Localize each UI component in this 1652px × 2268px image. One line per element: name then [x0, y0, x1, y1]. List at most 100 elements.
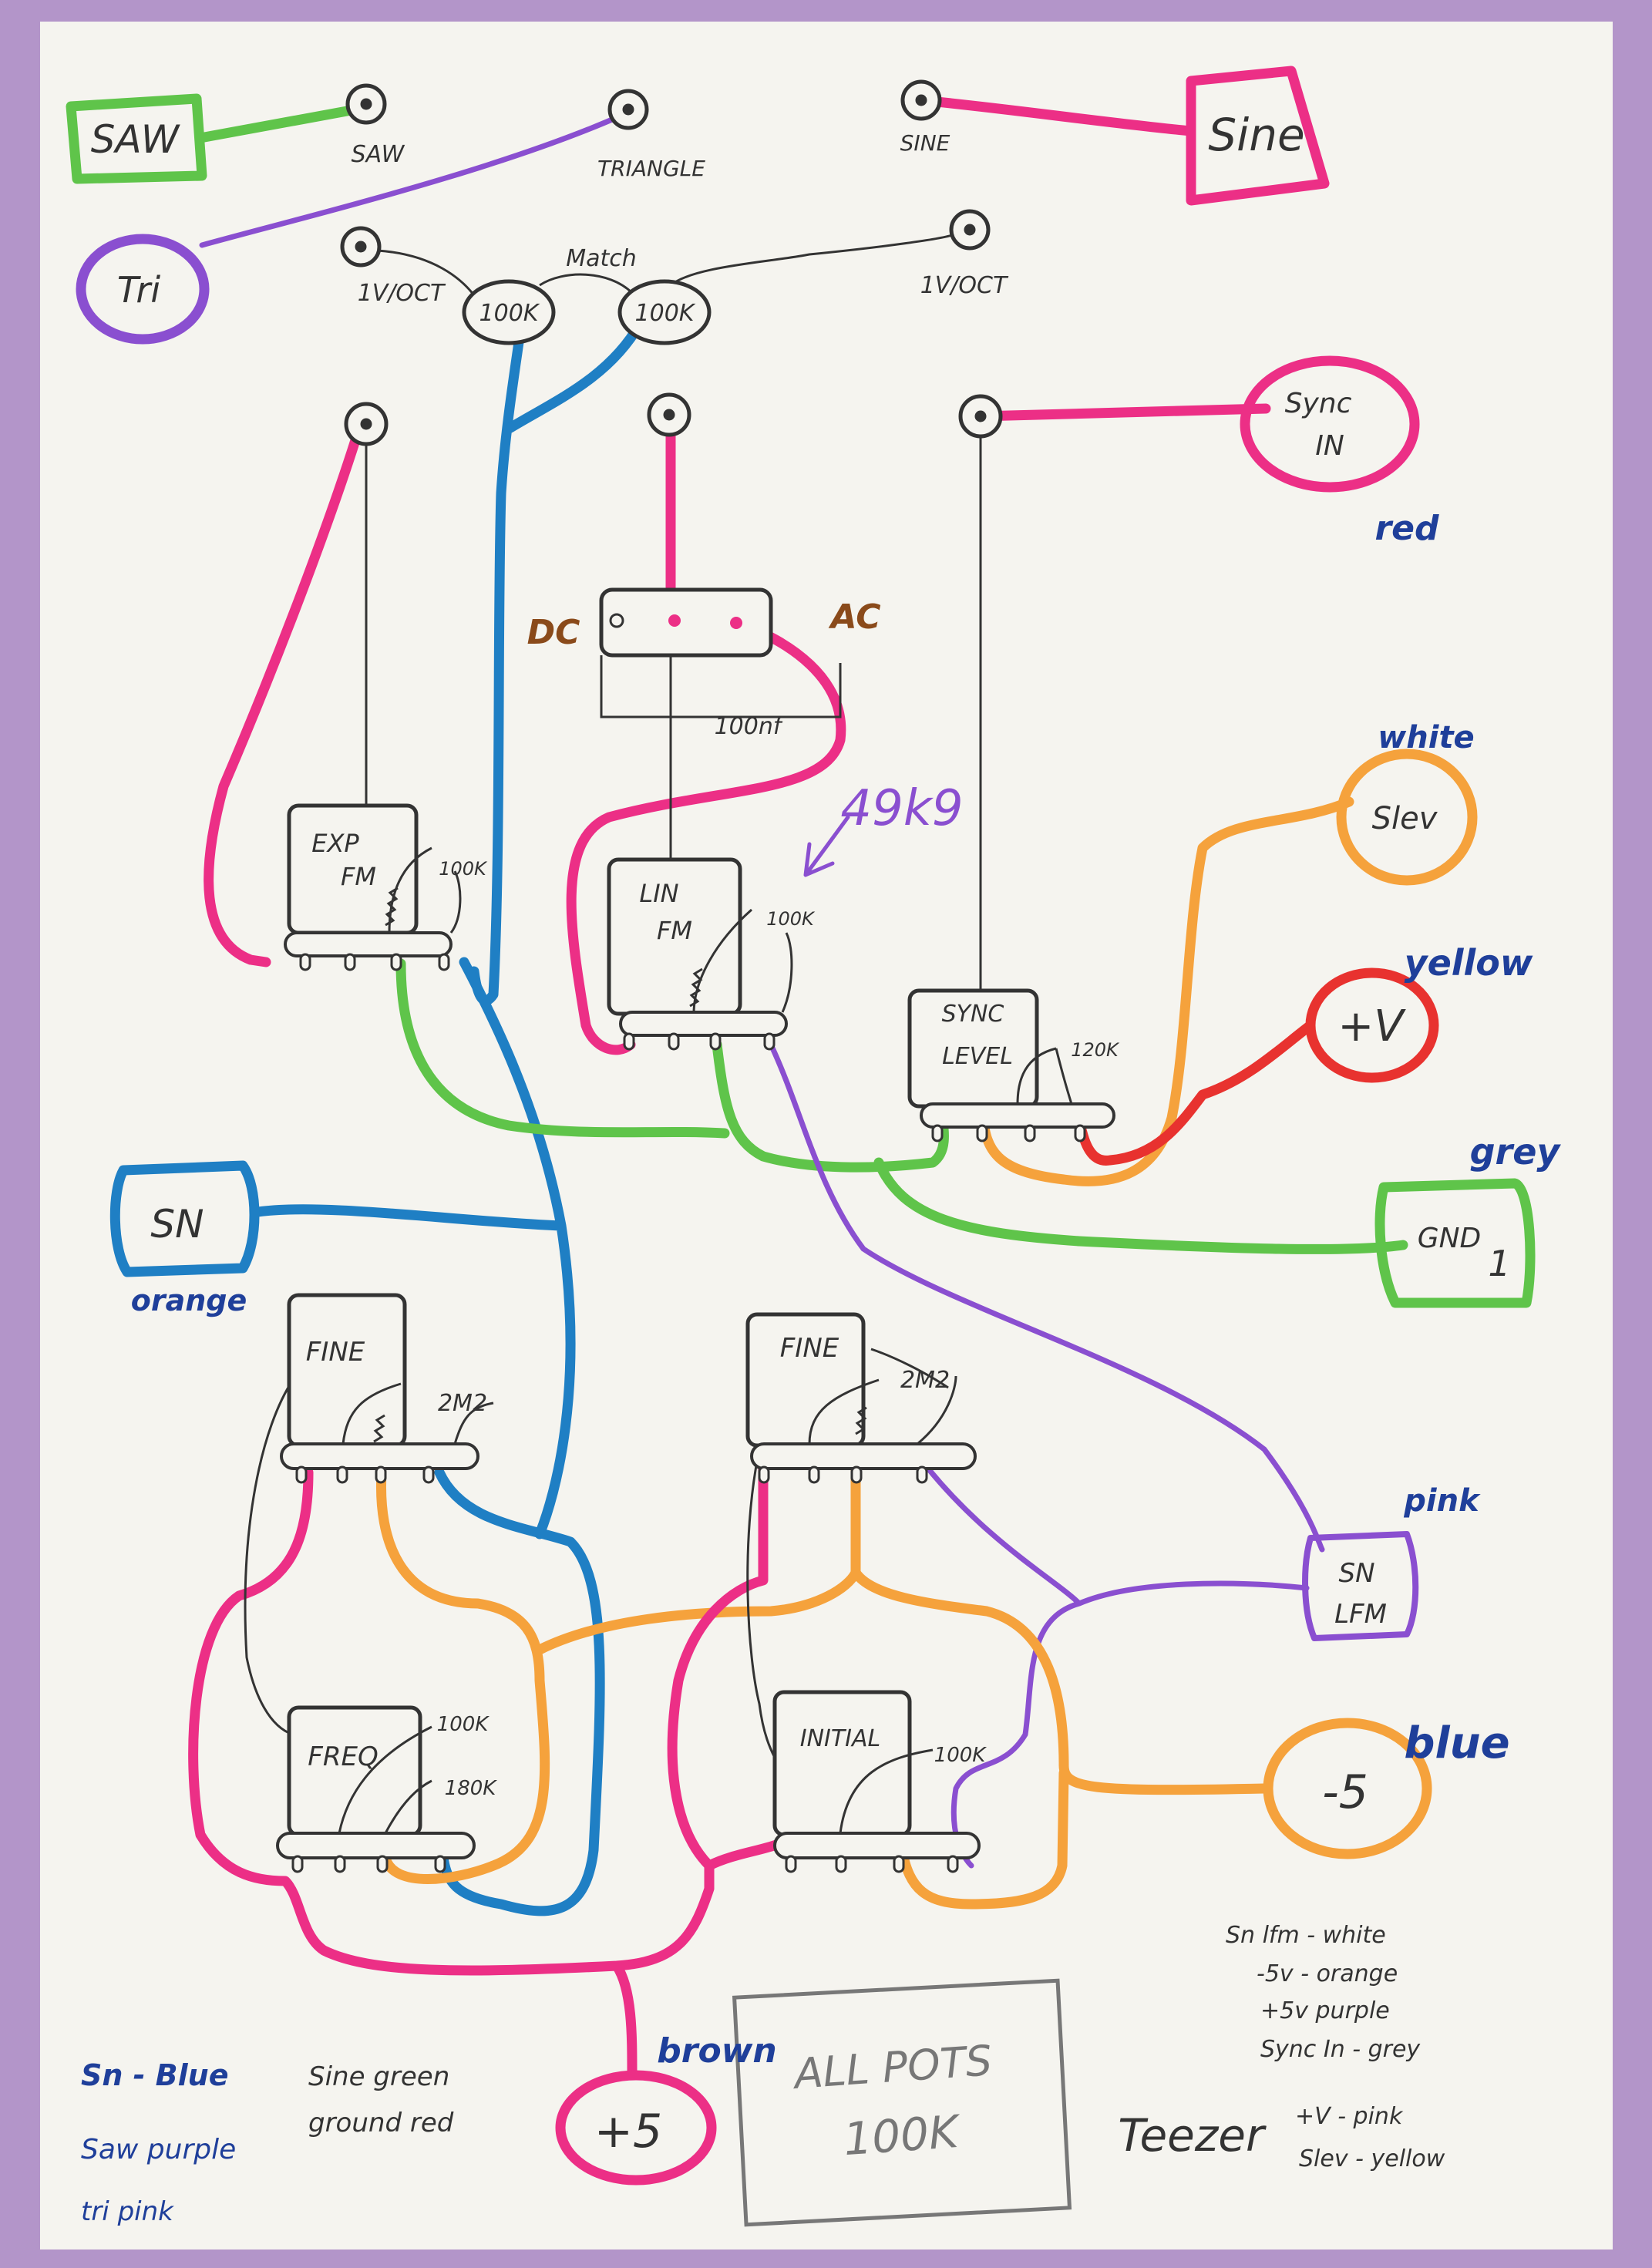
slev-box: [1336, 749, 1478, 886]
fine-left-value: 2M2: [438, 1390, 487, 1417]
saw-box: [66, 93, 207, 184]
wire-voct-blue-branch: [505, 318, 645, 433]
legend-saw: Saw purple: [81, 2134, 236, 2165]
wire-fine-orange-cross: [534, 1444, 1270, 1795]
plus5-box-label: +5: [594, 2105, 662, 2159]
saw-box-label: SAW: [91, 117, 180, 162]
blue-note: blue: [1404, 1718, 1509, 1768]
legend-sn: Sn - Blue: [81, 2058, 228, 2092]
sn-lfm-box: [1302, 1531, 1419, 1641]
legend-right-3: +5v purple: [1260, 1997, 1390, 2024]
tri-box-label: Tri: [117, 269, 160, 311]
exp-fm-label-line2: FM: [341, 862, 376, 891]
legend-right-6: Slev - yellow: [1299, 2145, 1445, 2172]
triangle-jack-label: TRIANGLE: [597, 156, 705, 181]
freq-label: FREQ: [308, 1741, 378, 1772]
sync-in-label-line1: Sync: [1285, 388, 1352, 419]
legend-right-5: +V - pink: [1295, 2103, 1404, 2130]
freq-value1: 100K: [437, 1713, 490, 1736]
cap-100nf-label: 100nf: [715, 713, 785, 740]
wire-fine-orange: [375, 1467, 550, 1884]
red-note: red: [1374, 509, 1439, 548]
wire-freq-blue: [434, 1467, 605, 1916]
sync-in-box: [1240, 355, 1420, 493]
sync-level-label-line1: SYNC: [942, 1001, 1004, 1028]
wire-initial-orange: [897, 1768, 1069, 1910]
minus5-box: [1263, 1718, 1432, 1859]
grey-note: grey: [1470, 1131, 1562, 1173]
v-oct-right-label: 1V/OCT: [920, 272, 1009, 299]
wire-slev-orange: [977, 796, 1354, 1186]
resistor-49k9-label: 49k9: [840, 780, 963, 837]
v-oct-left-label: 1V/OCT: [358, 280, 446, 307]
pot-100k-left: [462, 279, 556, 345]
initial-label: INITIAL: [800, 1725, 881, 1752]
wire-sn-lfm-purple: [922, 1462, 1310, 1869]
wire-sine-pink: [916, 95, 1196, 136]
exp-fm-label-line1: EXP: [311, 829, 359, 858]
sync-in-label-line2: IN: [1315, 430, 1344, 462]
exp-fm-value: 100K: [439, 858, 488, 880]
lin-fm-value: 100K: [766, 908, 816, 930]
pot-100k-right: [617, 279, 712, 345]
sn-lfm-label-line2: LFM: [1334, 1599, 1387, 1630]
fine-right-label: FINE: [780, 1333, 839, 1364]
wire-saw-green: [199, 103, 369, 143]
wire-plus-v-red: [1074, 1020, 1316, 1166]
pink-note: pink: [1403, 1483, 1481, 1519]
initial-pot: [772, 1690, 912, 1837]
fine-left-label: FINE: [306, 1337, 365, 1368]
yellow-note: yellow: [1405, 942, 1533, 984]
sn-box-label: SN: [150, 1202, 204, 1247]
dc-ac-switch: [599, 587, 773, 658]
sync-level-value: 120K: [1071, 1039, 1120, 1061]
orange-note: orange: [131, 1284, 247, 1317]
wire-ac-lin-pink: [566, 617, 846, 1055]
initial-value: 100K: [934, 1744, 987, 1767]
match-label: Match: [566, 245, 637, 272]
brown-note: brown: [657, 2031, 776, 2071]
legend-tri: tri pink: [81, 2196, 174, 2227]
sn-box: [109, 1160, 260, 1277]
resistor-arrow-icon: [803, 815, 850, 877]
all-pots-label-line2: 100K: [842, 2105, 963, 2165]
plus-v-box-label: +V: [1337, 1001, 1406, 1052]
wire-lin-fm-purple: [768, 1041, 1325, 1553]
sine-jack-label: SINE: [900, 130, 950, 156]
legend-right-2: -5v - orange: [1257, 1960, 1398, 1987]
legend-sine: Sine green: [308, 2061, 449, 2092]
gnd-box: [1374, 1178, 1536, 1308]
legend-right-1: Sn lfm - white: [1226, 1922, 1386, 1949]
teezer-label: Teezer: [1118, 2109, 1267, 2162]
dc-label: DC: [527, 613, 580, 652]
wire-sn-blue: [253, 957, 576, 1539]
freq-value2: 180K: [445, 1777, 498, 1800]
jacks: [340, 79, 1003, 446]
sync-level-label-line2: LEVEL: [942, 1043, 1013, 1070]
sine-box: [1186, 66, 1330, 206]
plus5-box: [555, 2070, 717, 2186]
all-pots-box: [732, 1978, 1072, 2227]
minus5-box-label: -5: [1322, 1765, 1368, 1819]
plus-v-box: [1305, 967, 1439, 1083]
white-note: white: [1378, 720, 1474, 755]
gnd-box-label: GND: [1418, 1223, 1482, 1254]
wire-exp-fm-pink: [204, 432, 362, 967]
slev-box-label: Slev: [1372, 801, 1438, 836]
lin-fm-label-line1: LIN: [639, 879, 678, 908]
wire-triangle-purple: [199, 111, 627, 248]
wire-sync-in-pink: [975, 403, 1271, 422]
sn-lfm-label-line1: SN: [1338, 1558, 1374, 1589]
sine-box-label: Sine: [1208, 109, 1304, 161]
fine-right-value: 2M2: [900, 1367, 950, 1394]
wire-voct-blue: [469, 326, 526, 1006]
wire-lower-pink: [188, 1444, 799, 2079]
lin-fm-label-line2: FM: [657, 916, 692, 945]
tri-box: [76, 234, 210, 345]
pot-100k-right-label: 100K: [635, 300, 696, 327]
paper-sheet: [40, 22, 1613, 2249]
saw-jack-label: SAW: [352, 141, 405, 168]
pot-100k-left-label: 100K: [479, 300, 540, 327]
legend-ground: ground red: [308, 2108, 454, 2138]
